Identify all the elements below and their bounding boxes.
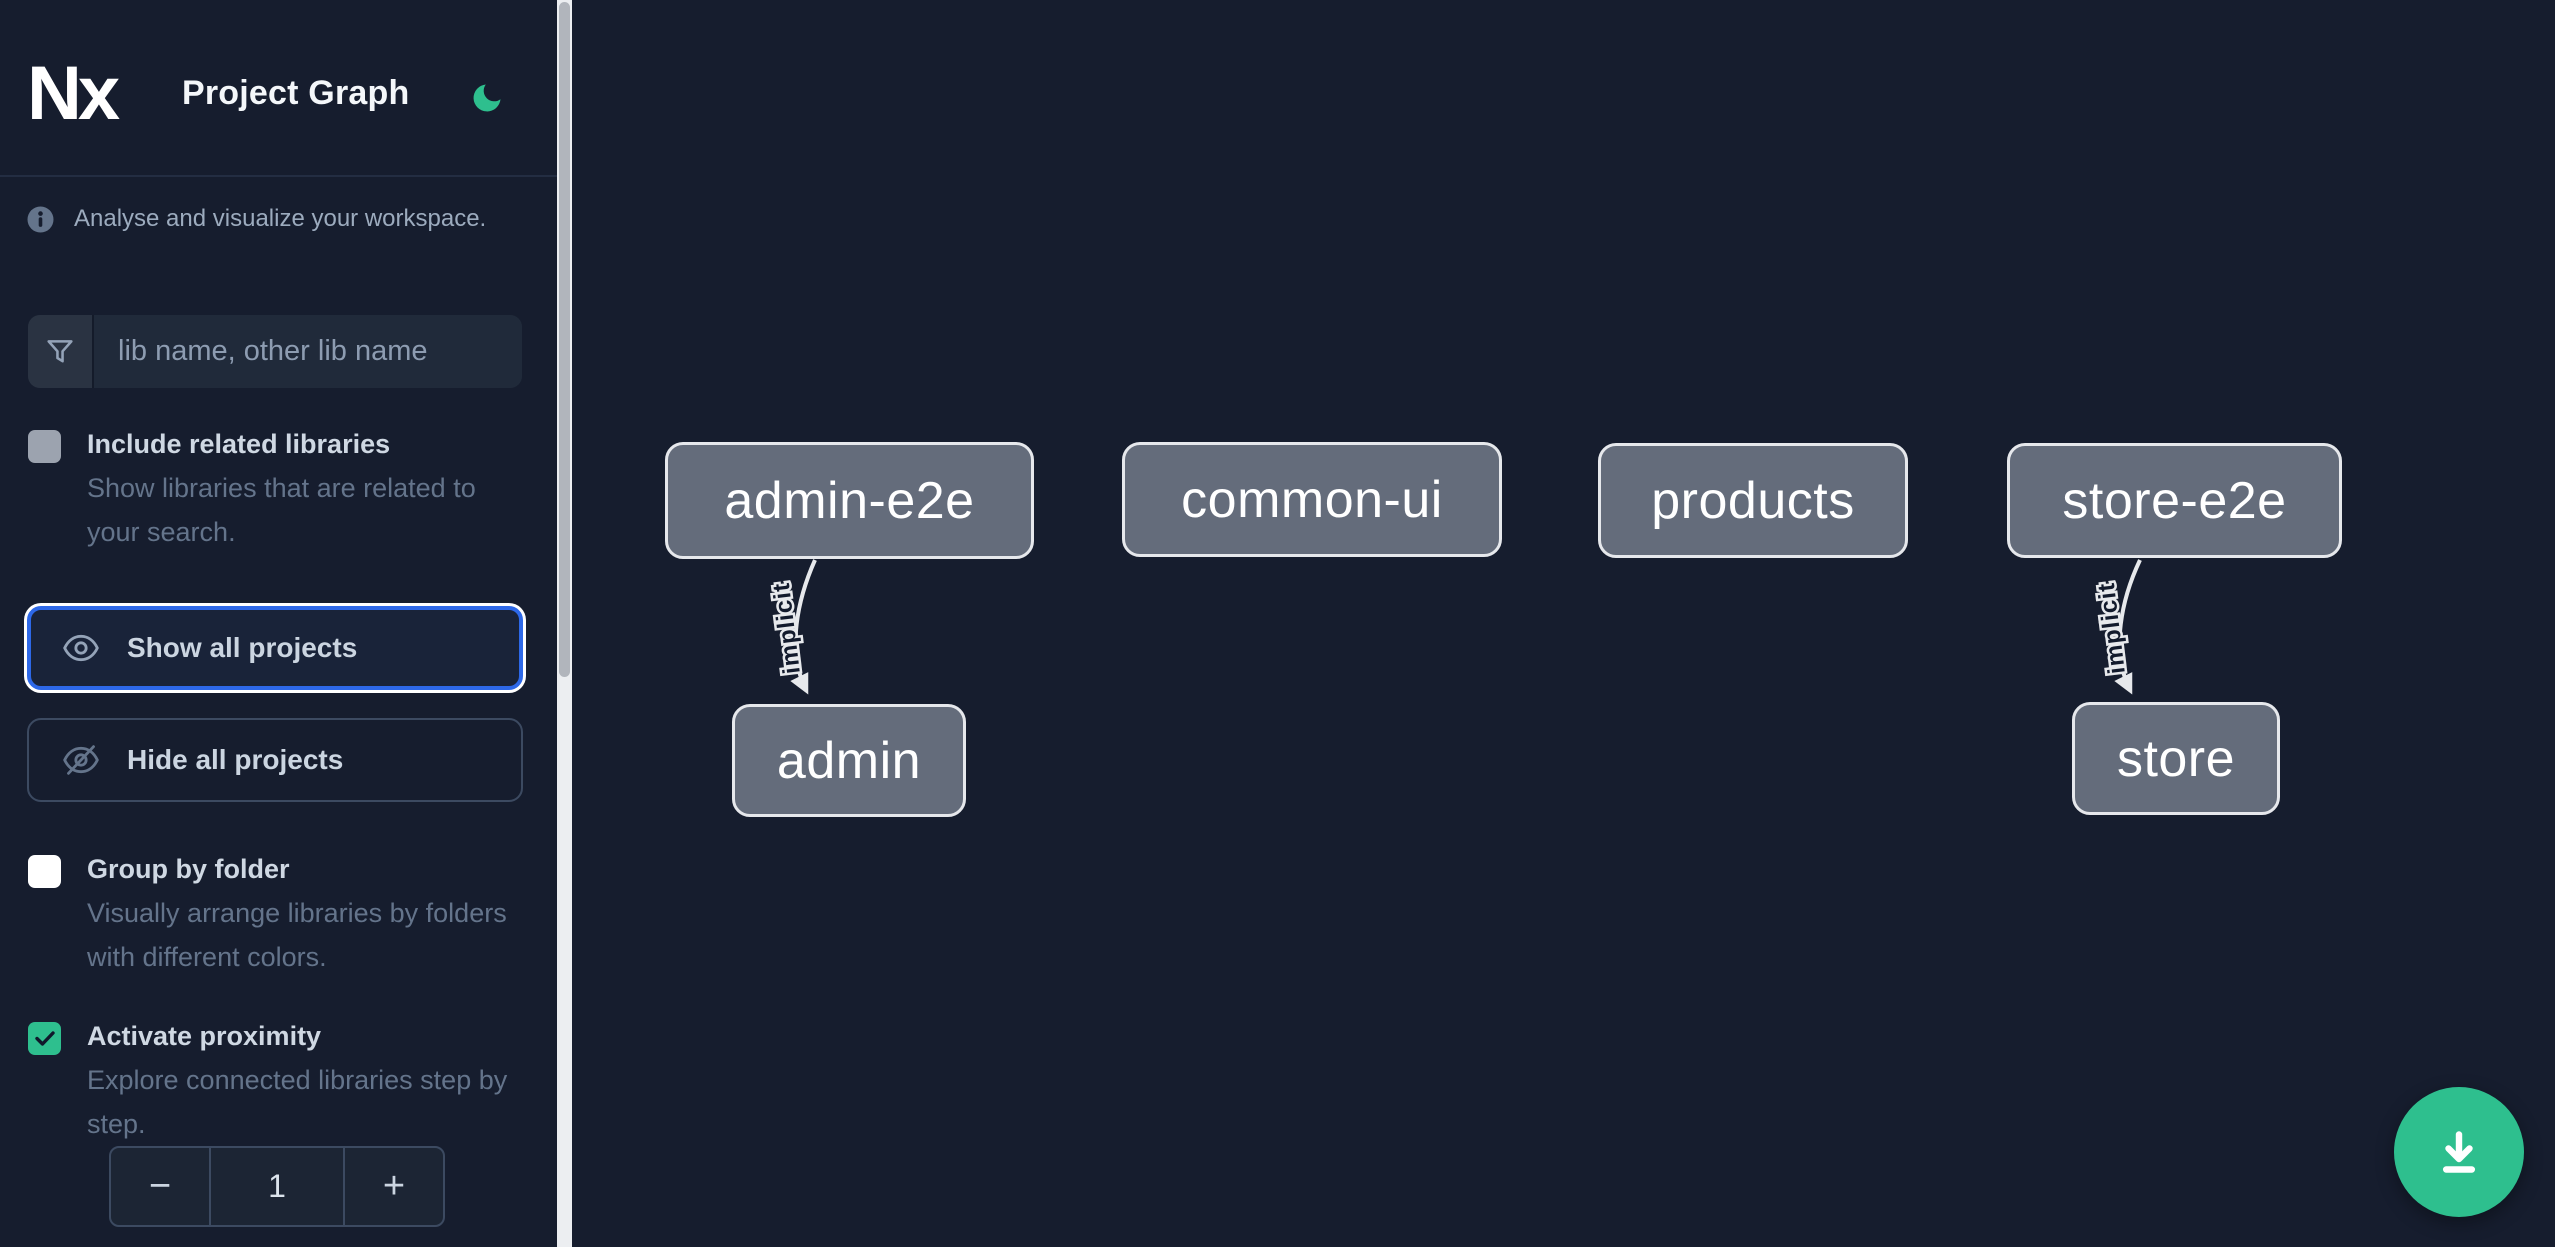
graph-canvas[interactable] — [572, 0, 2555, 1247]
info-icon — [27, 206, 54, 233]
option-include-related: Include related libraries Show libraries… — [28, 428, 528, 554]
activate-proximity-description: Explore connected libraries step by step… — [87, 1065, 508, 1139]
graph-node-admin[interactable]: admin — [732, 704, 966, 817]
sidebar: Nx Project Graph Analyse and visualize y… — [0, 0, 557, 1247]
option-text: Activate proximity Explore connected lib… — [87, 1020, 528, 1146]
page-title: Project Graph — [182, 74, 410, 112]
checkmark-icon — [33, 1027, 57, 1051]
option-text: Group by folder Visually arrange librari… — [87, 853, 528, 979]
group-by-folder-description: Visually arrange libraries by folders wi… — [87, 898, 507, 972]
graph-node-products[interactable]: products — [1598, 443, 1908, 558]
include-related-checkbox[interactable] — [28, 430, 61, 463]
workspace-info-row: Analyse and visualize your workspace. — [27, 205, 486, 233]
workspace-info-text: Analyse and visualize your workspace. — [74, 205, 487, 232]
filter-projects-input[interactable] — [94, 315, 522, 388]
show-all-projects-button[interactable]: Show all projects — [27, 606, 523, 690]
option-text: Include related libraries Show libraries… — [87, 428, 528, 554]
theme-toggle-button[interactable] — [467, 78, 507, 118]
download-graph-button[interactable] — [2394, 1087, 2524, 1217]
group-by-folder-checkbox[interactable] — [28, 855, 61, 888]
graph-node-store-e2e[interactable]: store-e2e — [2007, 443, 2342, 558]
include-related-description: Show libraries that are related to your … — [87, 473, 476, 547]
eye-icon — [61, 628, 101, 668]
hide-all-projects-button[interactable]: Hide all projects — [27, 718, 523, 802]
option-group-by-folder: Group by folder Visually arrange librari… — [28, 853, 528, 979]
show-all-projects-label: Show all projects — [127, 632, 358, 663]
sidebar-scrollbar-thumb[interactable] — [559, 2, 570, 677]
option-activate-proximity: Activate proximity Explore connected lib… — [28, 1020, 528, 1146]
download-icon — [2431, 1124, 2487, 1180]
project-filter-box — [28, 315, 522, 388]
nx-logo: Nx — [27, 51, 120, 136]
include-related-label: Include related libraries — [87, 429, 391, 459]
graph-node-store[interactable]: store — [2072, 702, 2280, 815]
group-by-folder-label: Group by folder — [87, 854, 290, 884]
sidebar-header: Nx Project Graph — [0, 0, 557, 177]
proximity-depth-stepper: − 1 + — [109, 1146, 445, 1227]
proximity-increment-button[interactable]: + — [345, 1148, 443, 1225]
hide-all-projects-label: Hide all projects — [127, 744, 344, 775]
activate-proximity-label: Activate proximity — [87, 1021, 322, 1051]
proximity-depth-value[interactable]: 1 — [209, 1148, 345, 1225]
proximity-decrement-button[interactable]: − — [111, 1148, 209, 1225]
graph-node-common-ui[interactable]: common-ui — [1122, 442, 1502, 557]
sidebar-scrollbar-track[interactable] — [557, 0, 572, 1247]
activate-proximity-checkbox[interactable] — [28, 1022, 61, 1055]
moon-icon — [469, 80, 505, 116]
eye-off-icon — [61, 740, 101, 780]
funnel-icon — [28, 315, 94, 388]
graph-node-admin-e2e[interactable]: admin-e2e — [665, 442, 1034, 559]
